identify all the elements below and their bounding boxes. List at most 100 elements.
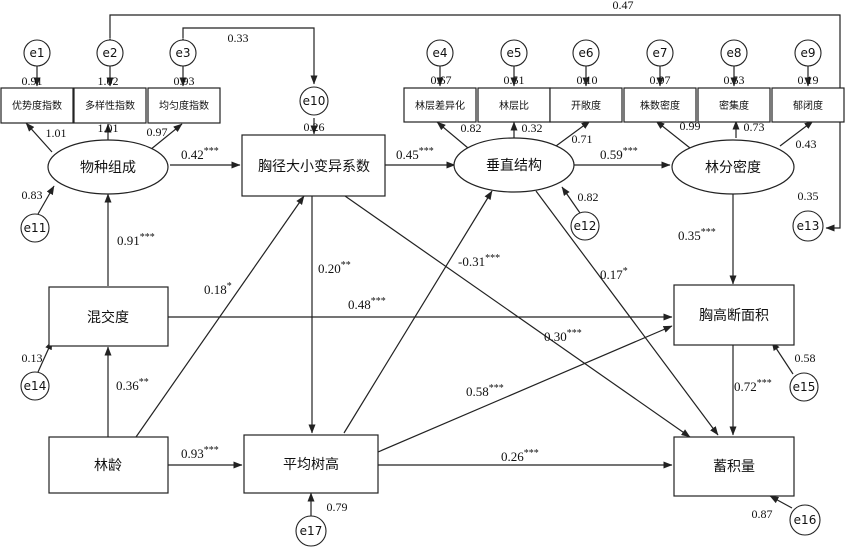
loading-junyun: 0.97 [147, 125, 168, 139]
loading-miji: 0.73 [744, 120, 765, 134]
value-e4: 0.67 [431, 73, 452, 87]
latent-label-wuzhong: 物种组成 [80, 160, 136, 176]
error-e15 [789, 372, 819, 402]
box-xionggao [673, 284, 795, 346]
indicator-label-miji: 密集度 [719, 99, 749, 112]
error-e9 [794, 39, 822, 67]
indicator-box-junyun [147, 87, 221, 124]
error-label-e12: e12 [574, 219, 597, 233]
indicator-label-zhushu: 株数密度 [640, 99, 680, 112]
value-labels: 0.91 1.02 0.93 0.67 0.51 0.10 0.97 0.53 … [22, 0, 819, 521]
coef-xj-pj: 0.20** [318, 260, 351, 276]
coef-xj-cz: 0.45*** [396, 146, 434, 162]
err-e12 [561, 186, 581, 214]
value-e3: 0.93 [174, 74, 195, 88]
error-label-e15: e15 [793, 380, 816, 394]
loading-lincengbi: 0.32 [522, 121, 543, 135]
coef-wz-xj: 0.42*** [181, 146, 219, 162]
latent-chuizhi [453, 137, 575, 193]
coef-ll-pj: 0.93*** [181, 445, 219, 461]
coef-hj-xg: 0.48*** [348, 296, 386, 312]
indicator-label-youshi: 优势度指数 [12, 99, 62, 112]
value-e11: 0.83 [22, 188, 43, 202]
error-label-e5: e5 [506, 46, 521, 60]
load-zhushu [655, 120, 691, 149]
latent-wuzhong [47, 139, 169, 195]
load-youshi [25, 122, 53, 153]
latent-label-chuizhi: 垂直结构 [486, 157, 542, 174]
loading-kaichang: 0.71 [572, 132, 593, 146]
error-e6 [572, 39, 600, 67]
observed-label-pingjun: 平均树高 [283, 456, 339, 473]
error-e5 [500, 39, 528, 67]
indicator-label-duoyang: 多样性指数 [85, 99, 135, 112]
coef-pj-xg: 0.58*** [466, 383, 504, 399]
edges [25, 14, 841, 516]
indicator-label-lincengcha: 林层差异化 [415, 99, 465, 112]
value-e17: 0.79 [327, 500, 348, 514]
coef-ll-hj: 0.36** [116, 377, 149, 393]
path-cz-xu [535, 190, 719, 436]
latent-label-linfen: 林分密度 [705, 159, 761, 176]
value-e7: 0.97 [650, 73, 671, 87]
box-xuji [673, 436, 795, 497]
error-label-e6: e6 [578, 46, 593, 60]
error-label-e10: e10 [303, 94, 326, 108]
error-e16 [789, 504, 821, 536]
error-e8 [720, 39, 748, 67]
err-e15 [771, 341, 794, 375]
observed-label-hunjiao: 混交度 [87, 309, 129, 326]
error-e12 [570, 211, 600, 241]
indicator-label-lincengbi: 林层比 [499, 99, 529, 112]
indicator-box-lincengcha [403, 87, 477, 123]
cov-e3-e10 [179, 27, 318, 85]
path-pj-cz [343, 190, 493, 434]
loading-youshi: 1.01 [46, 126, 67, 140]
error-label-e9: e9 [800, 46, 815, 60]
indicator-box-kaichang [549, 87, 623, 123]
error-e7 [646, 39, 674, 67]
coef-xj-xu: 0.30*** [544, 328, 582, 344]
value-e14: 0.13 [22, 351, 43, 365]
indicator-box-youshi [0, 87, 74, 124]
loading-zhushu: 0.99 [680, 119, 701, 133]
indicator-label-yubi: 郁闭度 [793, 99, 823, 112]
value-e2: 1.02 [98, 74, 119, 88]
observed-label-xuji: 蓄积量 [713, 459, 755, 475]
value-e9: 0.19 [798, 73, 819, 87]
error-label-e7: e7 [652, 46, 667, 60]
loading-duoyang: 1.01 [98, 121, 119, 135]
load-junyun [149, 123, 183, 151]
latent-linfen [671, 139, 795, 195]
error-e17 [295, 515, 327, 547]
observed-label-linling: 林龄 [94, 458, 122, 474]
load-yubi [779, 120, 814, 147]
value-e5: 0.51 [504, 73, 525, 87]
node-labels: 优势度指数 多样性指数 均匀度指数 林层差异化 林层比 开敞度 株数密度 密集度… [12, 46, 823, 538]
error-e2 [96, 39, 124, 67]
indicator-label-junyun: 均匀度指数 [159, 99, 209, 112]
coef-hj-wz: 0.91*** [117, 232, 155, 248]
error-e11 [20, 213, 50, 243]
value-e13: 0.35 [798, 189, 819, 203]
cov-e2-e13 [106, 14, 841, 232]
error-label-e13: e13 [797, 219, 820, 233]
coef-cz-lf: 0.59*** [600, 146, 638, 162]
indicator-box-lincengbi [477, 87, 551, 123]
coef-pj-xu: 0.26*** [501, 448, 539, 464]
err-e11 [37, 185, 55, 215]
error-label-e11: e11 [24, 221, 47, 235]
value-e6: 0.10 [577, 73, 598, 87]
value-cov-e2-e13: 0.47 [613, 0, 634, 12]
error-e10 [299, 86, 329, 116]
indicator-box-miji [697, 87, 771, 123]
error-label-e4: e4 [432, 46, 447, 60]
path-xj-xu [344, 195, 691, 438]
path-pj-xg [377, 325, 673, 453]
error-label-e8: e8 [726, 46, 741, 60]
box-xiongjing [241, 134, 386, 197]
error-e1 [23, 39, 51, 67]
nodes [0, 39, 845, 547]
indicator-label-kaichang: 开敞度 [571, 99, 601, 112]
